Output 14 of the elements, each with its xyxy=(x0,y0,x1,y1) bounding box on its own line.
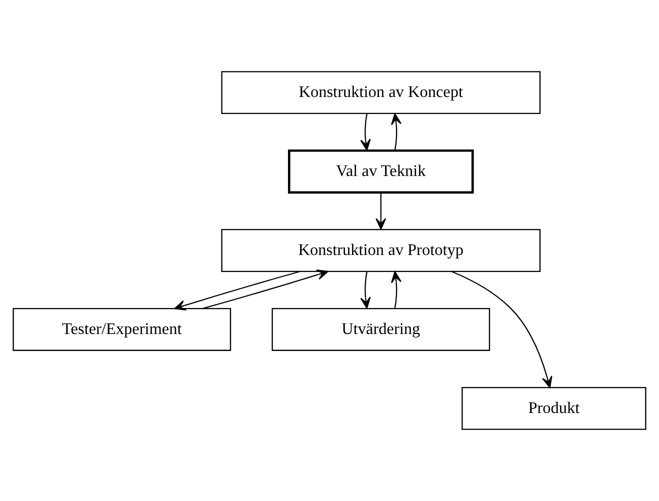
arrow xyxy=(391,113,402,150)
arrow xyxy=(202,270,328,310)
arrow xyxy=(376,192,386,230)
node-box: Produkt xyxy=(462,386,646,430)
arrow xyxy=(360,114,371,151)
arrow xyxy=(174,270,300,310)
arrow xyxy=(360,272,371,309)
node-box: Utvärdering xyxy=(272,308,490,351)
arrow xyxy=(451,270,552,388)
node-box: Tester/Experiment xyxy=(12,308,232,351)
arrow xyxy=(391,271,402,308)
node-box: Konstruktion av Prototyp xyxy=(221,229,541,272)
node-box: Konstruktion av Koncept xyxy=(221,71,541,114)
node-box: Val av Teknik xyxy=(288,149,474,194)
